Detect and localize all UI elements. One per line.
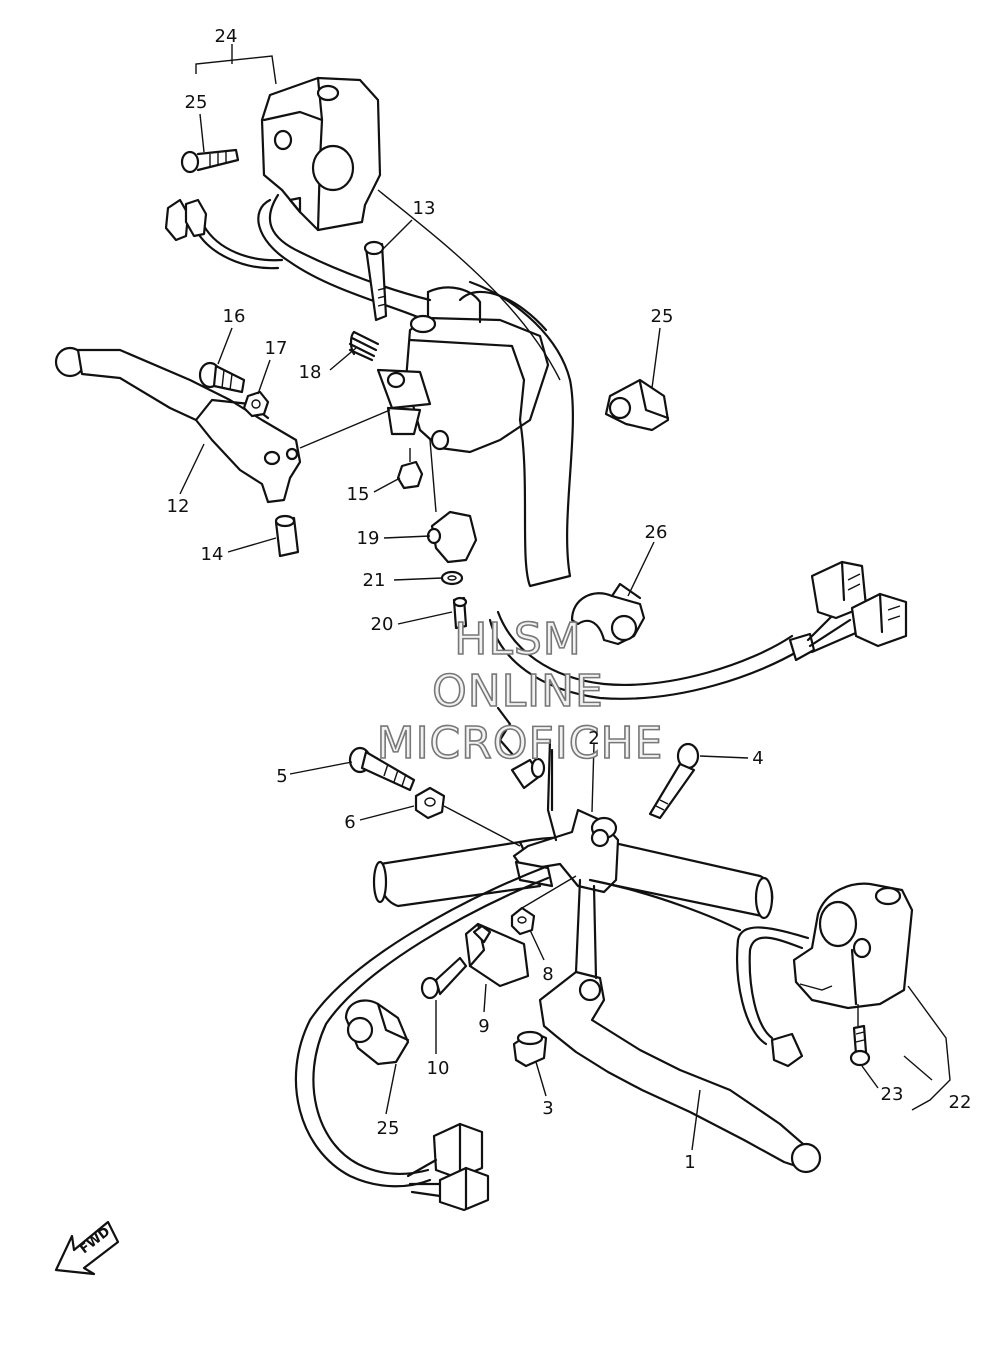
nut-16 (242, 390, 270, 418)
switch-harness-connector (488, 560, 908, 700)
callout-18: 19 (357, 528, 380, 549)
callout-numbers: 24 25 13 16 17 18 25 12 15 26 19 14 21 2… (167, 26, 972, 1173)
bolt-12 (363, 240, 388, 322)
watermark: HLSM ONLINE MICROFICHE (376, 613, 664, 770)
clamp-25-lower (344, 999, 410, 1066)
bolt-5 (348, 746, 416, 792)
handlebar-lower (372, 836, 774, 920)
callout-22: 23 (881, 1084, 904, 1105)
bolt-4 (648, 742, 700, 820)
callout-10: 10 (427, 1058, 450, 1079)
callout-25-lower: 25 (377, 1118, 400, 1139)
screw-10 (420, 956, 468, 1000)
watermark-line-3: MICROFICHE (377, 718, 664, 769)
callout-21: 22 (949, 1092, 972, 1113)
callout-11: 12 (167, 496, 190, 517)
callout-2: 2 (588, 728, 599, 749)
collar-3 (512, 1030, 548, 1068)
bolt-15 (198, 361, 246, 394)
callout-13: 14 (201, 544, 224, 565)
leader-lines (179, 44, 951, 1151)
washer-20 (440, 570, 464, 586)
callout-4: 4 (752, 748, 763, 769)
callout-6: 6 (344, 812, 355, 833)
callout-5: 5 (276, 766, 287, 787)
nut-6 (414, 786, 521, 847)
callout-8: 8 (542, 964, 553, 985)
callout-20: 21 (363, 570, 386, 591)
clamp-26 (570, 582, 646, 646)
switch-wire-harness-upper (164, 193, 432, 320)
wire-guide-bolt (496, 706, 558, 842)
screw-24 (180, 148, 240, 174)
clutch-cable-loop (294, 864, 742, 1188)
callout-23: 24 (215, 26, 238, 47)
callout-24: 25 (185, 92, 208, 113)
spring-17 (348, 330, 380, 362)
callout-17: 18 (299, 362, 322, 383)
screw-19 (452, 596, 468, 630)
callout-15: 16 (223, 306, 246, 327)
handlebar-switch-right (260, 76, 382, 232)
clamp-25-upper (604, 378, 670, 432)
fwd-direction-arrow: FWD (54, 1220, 120, 1276)
handlebar-switch-left (792, 882, 914, 1010)
brake-master-cylinder (376, 286, 550, 454)
nut-14 (396, 448, 424, 490)
callout-25-upper: 25 (651, 306, 674, 327)
handlebar-upper (377, 189, 574, 588)
switch-wire-harness-lower (736, 926, 810, 1068)
lower-connector (406, 1122, 490, 1212)
watermark-line-1: HLSM (454, 614, 582, 665)
callout-12: 13 (413, 198, 436, 219)
callout-16: 17 (265, 338, 288, 359)
clutch-lever (538, 878, 822, 1174)
callout-3: 3 (542, 1098, 553, 1119)
nut-8 (510, 875, 577, 936)
clutch-lever-holder (512, 808, 620, 894)
callout-1: 1 (684, 1152, 695, 1173)
screw-22 (849, 1004, 871, 1067)
callout-26: 26 (645, 522, 668, 543)
callout-14: 15 (347, 484, 370, 505)
callout-9: 9 (478, 1016, 489, 1037)
brake-switch-18 (426, 439, 478, 564)
clutch-switch-9 (464, 922, 530, 988)
watermark-line-2: ONLINE (432, 666, 604, 717)
collar-13 (274, 514, 300, 558)
callout-19: 20 (371, 614, 394, 635)
